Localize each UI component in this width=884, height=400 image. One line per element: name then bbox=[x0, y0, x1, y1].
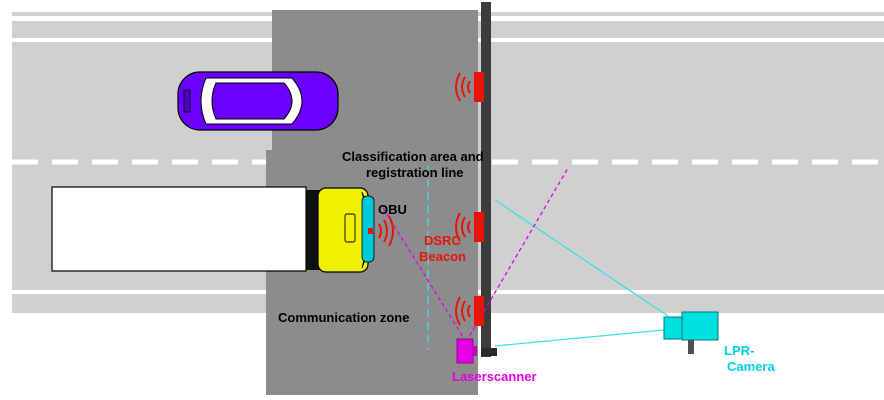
beacon-box bbox=[474, 72, 484, 102]
laserscanner-lens bbox=[473, 346, 477, 356]
dsrc-label-line1: DSRC bbox=[424, 233, 461, 248]
lpr-camera-icon bbox=[663, 311, 719, 354]
truck-cab bbox=[317, 187, 369, 273]
classification-label-line2: registration line bbox=[366, 165, 464, 180]
dsrc-beacon-top bbox=[455, 72, 484, 102]
camera-mount bbox=[688, 340, 694, 354]
obu-wave-icon bbox=[378, 215, 394, 247]
laser-beams bbox=[381, 167, 569, 343]
beacon-box bbox=[474, 212, 484, 242]
beacon-box bbox=[474, 296, 484, 326]
car bbox=[177, 71, 339, 131]
gantry-post bbox=[481, 2, 491, 357]
truck-sunroof bbox=[344, 213, 356, 243]
radio-wave-icon bbox=[455, 296, 471, 326]
camera-field-of-view bbox=[494, 199, 669, 347]
dsrc-label-line2: Beacon bbox=[419, 249, 466, 264]
classification-label-line1: Classification area and bbox=[342, 149, 484, 164]
obu-device bbox=[368, 228, 373, 234]
lpr-label-line1: LPR- bbox=[724, 343, 754, 358]
camera-lens-housing bbox=[663, 316, 685, 340]
laserscanner-device bbox=[456, 338, 477, 364]
truck-trailer bbox=[51, 186, 307, 272]
dsrc-beacon-middle bbox=[455, 212, 484, 242]
obu-label: OBU bbox=[378, 202, 407, 217]
radio-wave-icon bbox=[455, 212, 471, 242]
gantry-base bbox=[481, 348, 497, 356]
camera-body bbox=[681, 311, 719, 341]
radio-wave-icon bbox=[455, 72, 471, 102]
truck bbox=[51, 186, 375, 273]
laserscanner-body bbox=[456, 338, 474, 364]
car-roof bbox=[211, 82, 293, 120]
dsrc-beacon-bottom bbox=[455, 296, 484, 326]
communication-zone-label: Communication zone bbox=[278, 310, 409, 325]
lpr-label-line2: Camera bbox=[727, 359, 775, 374]
car-rear-light bbox=[183, 89, 191, 113]
laserscanner-label: Laserscanner bbox=[452, 369, 537, 384]
truck-coupling bbox=[306, 190, 320, 270]
